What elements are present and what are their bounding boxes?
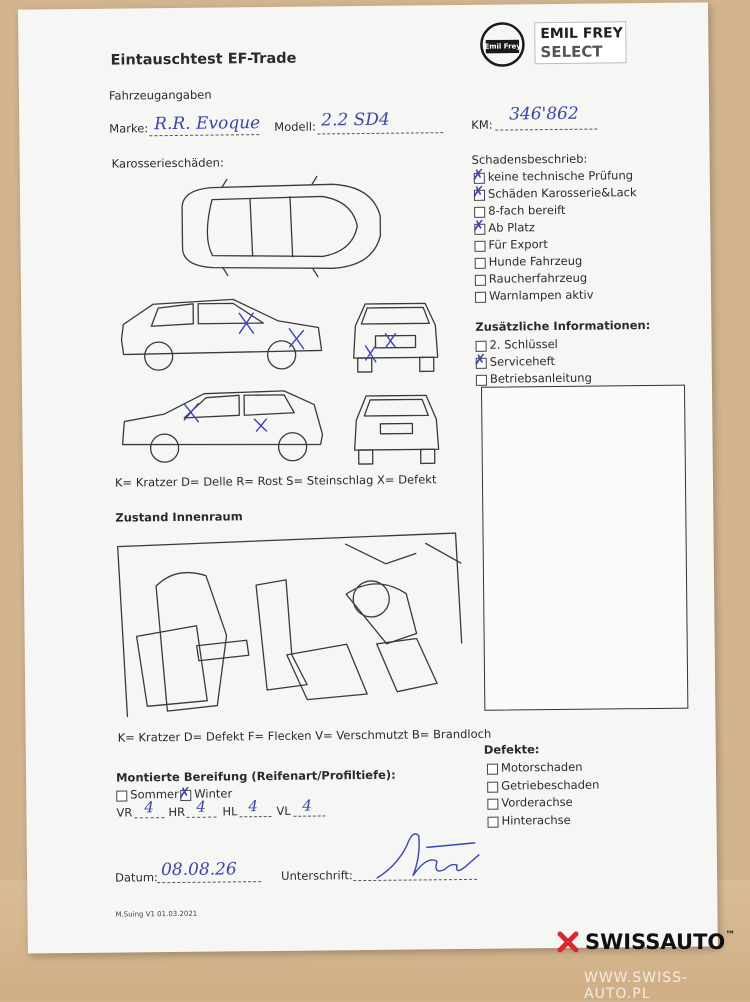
sommer-label: Sommer <box>130 786 179 802</box>
logo-line1: EMIL FREY <box>540 25 623 43</box>
vl-label: VL <box>276 803 291 818</box>
datum-underline <box>157 881 262 884</box>
footer-code: M.Suing V1 01.03.2021 <box>115 909 198 919</box>
defekte-checkbox[interactable] <box>487 781 499 793</box>
marke-underline <box>149 134 260 137</box>
logo-line2: SELECT <box>540 42 603 62</box>
vr-label: VR <box>116 805 133 820</box>
schaden-checkbox[interactable] <box>474 240 486 252</box>
km-underline <box>495 128 598 131</box>
hr-underline <box>186 816 217 818</box>
vr-value: 4 <box>144 798 155 817</box>
emil-frey-logo-icon <box>480 22 525 67</box>
modell-underline <box>317 132 444 135</box>
car-top-view-drawing <box>181 175 382 278</box>
logo-wordmark: EMIL FREY SELECT <box>534 21 627 65</box>
km-value: 346'862 <box>509 103 579 125</box>
marke-value: R.R. Evoque <box>154 113 261 135</box>
hr-label: HR <box>168 804 186 820</box>
schaden-checkbox[interactable] <box>474 274 486 286</box>
km-label: KM: <box>471 117 493 132</box>
section-vehicle-title: Fahrzeugangaben <box>108 87 212 103</box>
interior-legend: K= Kratzer D= Defekt F= Flecken V= Versc… <box>117 726 492 745</box>
datum-label: Datum: <box>115 870 158 885</box>
schaden-item-label: Für Export <box>488 237 548 252</box>
inspection-form-sheet: Eintauschtest EF-Trade Emil Frey EMIL FR… <box>18 2 718 954</box>
hl-value: 4 <box>248 797 259 816</box>
vl-underline <box>293 815 326 817</box>
car-side-view-front-drawing <box>120 298 323 371</box>
form-title: Eintauschtest EF-Trade <box>110 50 297 69</box>
marke-label: Marke: <box>109 121 149 136</box>
car-side-view-rear-drawing <box>121 390 324 463</box>
zusatz-check-mark: ✗ <box>473 350 487 369</box>
interior-title: Zustand Innenraum <box>115 509 243 525</box>
defekte-checkbox[interactable] <box>486 763 499 775</box>
hl-label: HL <box>222 804 238 819</box>
schaden-title: Schadensbeschrieb: <box>471 151 588 167</box>
body-damage-legend: K= Kratzer D= Delle R= Rost S= Steinschl… <box>114 472 437 490</box>
schaden-item-label: keine technische Prüfung <box>487 168 634 184</box>
watermark-brand: SWISSAUTO™ <box>585 930 735 954</box>
schaden-item-label: 8-fach bereift <box>488 202 566 218</box>
zusatz-item-label: Betriebsanleitung <box>489 370 592 386</box>
hr-value: 4 <box>196 797 207 816</box>
watermark-url: WWW.SWISS-AUTO.PL <box>584 970 689 1002</box>
zusatz-checkbox[interactable] <box>475 374 487 386</box>
schaden-check-mark: ✗ <box>472 216 485 235</box>
car-interior-drawing <box>116 532 463 718</box>
modell-label: Modell: <box>274 119 316 134</box>
logo-badge-text: Emil Frey <box>484 42 521 51</box>
notes-box[interactable] <box>480 384 689 711</box>
watermark-tm: ™ <box>725 930 736 941</box>
defekte-item-label: Hinterachse <box>501 812 571 828</box>
handwritten-signature <box>376 833 480 879</box>
watermark-brand-a: SWISS <box>585 930 661 954</box>
schaden-item-label: Raucherfahrzeug <box>488 270 588 286</box>
car-rear-view-drawing <box>354 394 440 465</box>
zusatz-item-label: 2. Schlüssel <box>489 336 558 352</box>
vr-underline <box>134 817 165 819</box>
hl-underline <box>239 816 272 818</box>
schaden-checkbox[interactable] <box>474 291 487 303</box>
winter-check-mark: ✗ <box>178 783 191 802</box>
defekte-item-label: Getriebeschaden <box>501 777 600 793</box>
schaden-item-label: Schäden Karosserie&Lack <box>487 185 637 201</box>
zusatz-item-label: Serviceheft <box>489 354 556 369</box>
swissauto-logo-icon <box>557 931 579 953</box>
schaden-item-label: Ab Platz <box>488 220 535 235</box>
defekte-checkbox[interactable] <box>487 816 499 828</box>
defekte-item-label: Vorderachse <box>501 794 573 810</box>
schaden-check-mark: ✗ <box>471 182 485 201</box>
schaden-checklist: ✗keine technische Prüfung✗Schäden Kaross… <box>18 2 708 303</box>
schaden-item-label: Hunde Fahrzeug <box>488 253 583 269</box>
schaden-check-mark: ✗ <box>471 165 485 184</box>
car-front-view-drawing <box>353 302 439 373</box>
body-damage-title: Karosserieschäden: <box>111 155 224 171</box>
vl-value: 4 <box>302 796 313 815</box>
signature-label: Unterschrift: <box>281 868 353 883</box>
defekte-checkbox[interactable] <box>487 798 499 810</box>
defekte-title: Defekte: <box>483 742 540 757</box>
schaden-item-label: Warnlampen aktiv <box>488 287 594 303</box>
schaden-checkbox[interactable] <box>474 257 486 269</box>
defekte-item-label: Motorschaden <box>500 759 583 775</box>
watermark-brand-b: AUTO <box>660 930 726 954</box>
zusatz-title: Zusätzliche Informationen: <box>475 318 651 334</box>
tyres-title: Montierte Bereifung (Reifenart/Profiltie… <box>115 767 396 785</box>
modell-value: 2.2 SD4 <box>321 109 390 131</box>
datum-value: 08.08.26 <box>160 859 237 881</box>
sommer-checkbox[interactable] <box>116 790 128 802</box>
